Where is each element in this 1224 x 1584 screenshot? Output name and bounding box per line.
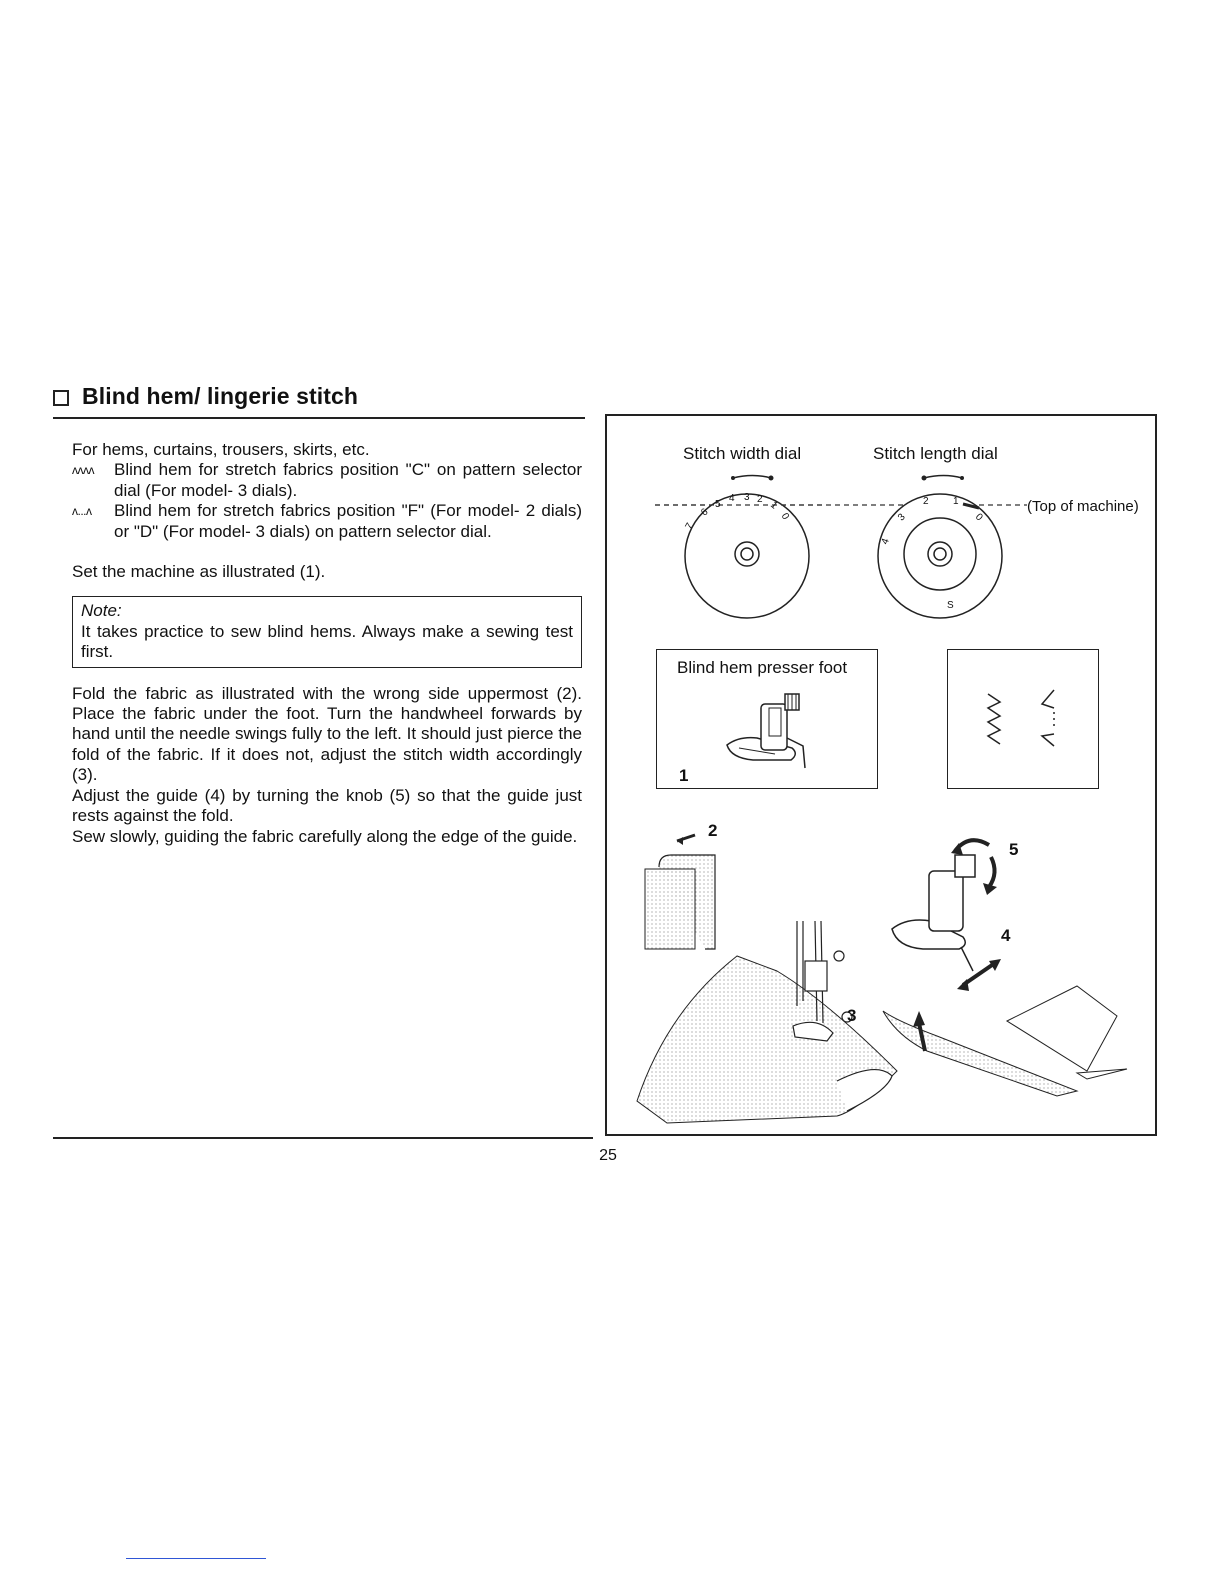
callout-1: 1 [679, 766, 689, 785]
stitch-item-stretch: ʌʌʌʌ Blind hem for stretch fabrics posit… [72, 460, 582, 501]
stitch-item-blind: ʌ...ʌ Blind hem for stretch fabrics posi… [72, 501, 582, 542]
stitch-item-text: Blind hem for stretch fabrics position "… [114, 460, 582, 500]
callout-2: 2 [708, 821, 718, 840]
guide-adjust-icon [891, 838, 1001, 991]
sew-paragraph: Sew slowly, guiding the fabric carefully… [72, 826, 578, 846]
page-number: 25 [599, 1147, 617, 1164]
width-dial-number: 4 [729, 493, 735, 504]
fabric-sewing-illustration [636, 833, 1128, 1124]
stitch-width-dial-icon [655, 474, 822, 619]
hem-fabric-icon [882, 985, 1128, 1097]
section-checkbox-icon [53, 390, 69, 406]
stitch-symbol-icon: ʌ...ʌ [72, 504, 92, 519]
callout-5: 5 [1009, 840, 1019, 859]
callout-4: 4 [1001, 926, 1011, 945]
callout-3: 3 [847, 1006, 857, 1025]
top-of-machine-label: (Top of machine) [1027, 498, 1139, 515]
stitch-symbol-icon: ʌʌʌʌ [72, 463, 95, 478]
bottom-rule [53, 1137, 593, 1139]
width-dial-number: 5 [715, 499, 721, 510]
fold-paragraph: Fold the fabric as illustrated with the … [72, 683, 582, 785]
stitch-pattern-box [947, 649, 1099, 789]
width-dial-number: 2 [757, 494, 763, 505]
title-rule [53, 417, 585, 419]
figure-panel: Stitch width dial Stitch length dial (To… [605, 414, 1157, 1136]
set-machine-text: Set the machine as illustrated (1). [72, 562, 326, 582]
footer-link-line [126, 1558, 266, 1559]
note-label: Note: [81, 601, 122, 621]
instructions-column: For hems, curtains, trousers, skirts, et… [72, 440, 582, 847]
stitch-pattern-icon [986, 689, 1055, 747]
stitch-item-text: Blind hem for stretch fabrics position "… [114, 501, 582, 541]
note-box: Note: It takes practice to sew blind hem… [72, 596, 582, 668]
adjust-paragraph: Adjust the guide (4) by turning the knob… [72, 785, 582, 826]
length-dial-number: S [947, 600, 954, 611]
needle-fabric-icon [636, 920, 898, 1124]
presser-foot-box: Blind hem presser foot 1 [656, 649, 878, 789]
intro-text: For hems, curtains, trousers, skirts, et… [72, 440, 370, 459]
stitch-length-label: Stitch length dial [873, 444, 998, 463]
width-dial-number: 3 [744, 492, 750, 503]
presser-foot-label: Blind hem presser foot [677, 658, 848, 677]
dials-illustration [655, 474, 1027, 619]
note-text: It takes practice to sew blind hems. Alw… [81, 621, 573, 662]
stitch-length-dial-icon [877, 474, 1003, 619]
length-dial-number: 1 [953, 496, 959, 507]
stitch-width-label: Stitch width dial [683, 444, 802, 463]
folded-fabric-icon [644, 833, 716, 950]
presser-foot-icon [726, 693, 806, 769]
length-dial-number: 2 [923, 496, 929, 507]
section-title: Blind hem/ lingerie stitch [82, 383, 359, 409]
